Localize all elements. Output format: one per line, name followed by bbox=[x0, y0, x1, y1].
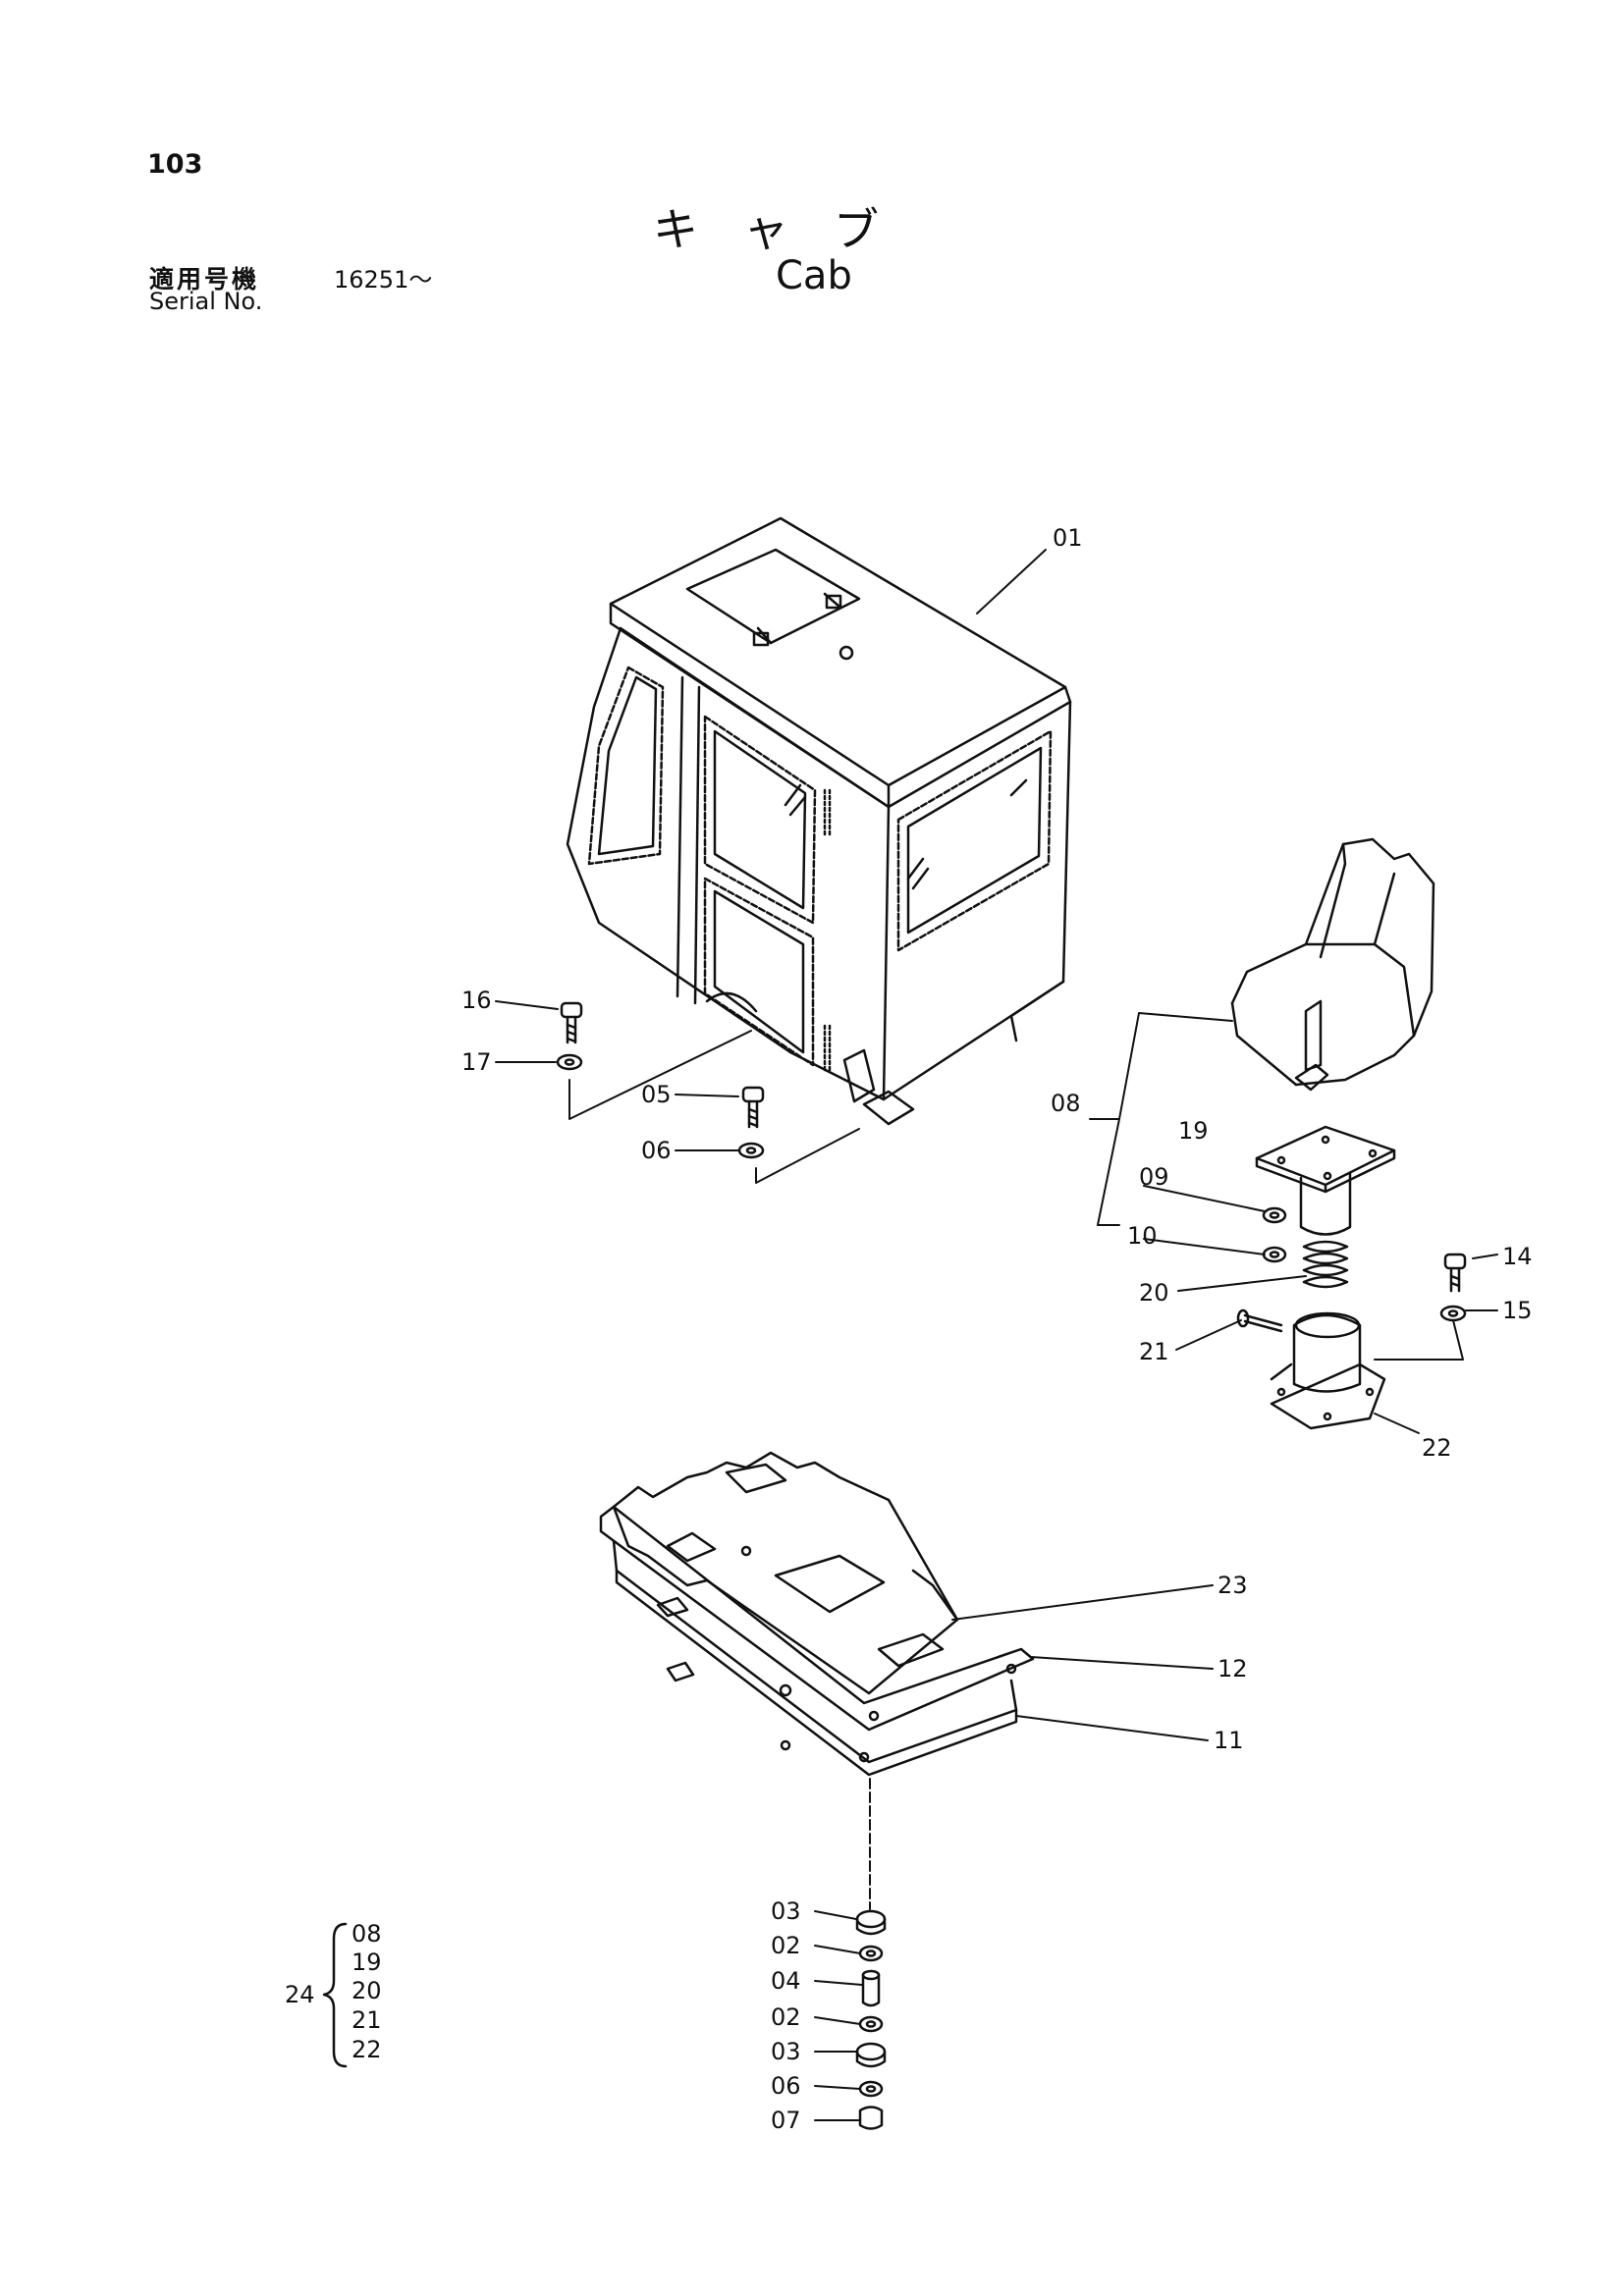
callout-15: 15 bbox=[1502, 1297, 1533, 1324]
callout-20: 20 bbox=[1139, 1279, 1169, 1307]
callout-17: 17 bbox=[461, 1048, 492, 1076]
callout-11: 11 bbox=[1214, 1727, 1244, 1754]
callout-06: 06 bbox=[641, 1137, 672, 1164]
serial-number-value: 16251～ bbox=[334, 266, 433, 294]
callout-04: 04 bbox=[771, 1967, 801, 1995]
serial-label-english: Serial No. bbox=[149, 288, 263, 315]
callout-01: 01 bbox=[1053, 524, 1083, 552]
callout-21: 21 bbox=[1139, 1338, 1169, 1365]
kit-item: 22 bbox=[352, 2036, 382, 2063]
seat bbox=[1230, 837, 1435, 1092]
callout-08: 08 bbox=[1051, 1090, 1081, 1117]
callout-02b: 02 bbox=[771, 2003, 801, 2031]
callout-02a: 02 bbox=[771, 1932, 801, 1959]
cab-mount-bolts bbox=[556, 1001, 765, 1159]
kit-legend: 24 08 19 20 21 22 bbox=[285, 1920, 382, 2068]
page-number: 103 bbox=[147, 149, 203, 180]
callout-23: 23 bbox=[1217, 1572, 1248, 1599]
callout-12: 12 bbox=[1217, 1655, 1248, 1682]
callout-14: 14 bbox=[1502, 1243, 1533, 1270]
callout-10: 10 bbox=[1127, 1222, 1158, 1250]
kit-item: 20 bbox=[352, 1977, 382, 2004]
mount-stack bbox=[855, 1778, 887, 2130]
kit-number: 24 bbox=[285, 1981, 315, 2008]
callout-05: 05 bbox=[641, 1081, 672, 1108]
kit-item: 08 bbox=[352, 1920, 382, 1948]
callout-07: 07 bbox=[771, 2107, 801, 2134]
kit-item: 19 bbox=[352, 1949, 382, 1976]
callout-03a: 03 bbox=[771, 1897, 801, 1925]
title-japanese: キャブ bbox=[653, 203, 924, 256]
callout-09: 09 bbox=[1139, 1163, 1169, 1191]
serial-label-japanese: 適用号機 bbox=[149, 265, 260, 294]
floor-plates bbox=[599, 1451, 1035, 1777]
callout-03b: 03 bbox=[771, 2038, 801, 2065]
leader-lines bbox=[495, 549, 1498, 2121]
callout-22: 22 bbox=[1422, 1434, 1452, 1462]
callout-06b: 06 bbox=[771, 2072, 801, 2100]
kit-item: 21 bbox=[352, 2006, 382, 2034]
callout-19: 19 bbox=[1178, 1117, 1209, 1145]
cab-body bbox=[566, 516, 1072, 1126]
callout-labels: 01 16 17 05 06 08 19 09 10 20 21 14 15 2… bbox=[461, 524, 1533, 2134]
seat-suspension bbox=[1236, 1125, 1467, 1430]
title-english: Cab bbox=[776, 253, 852, 298]
callout-16: 16 bbox=[461, 987, 492, 1014]
